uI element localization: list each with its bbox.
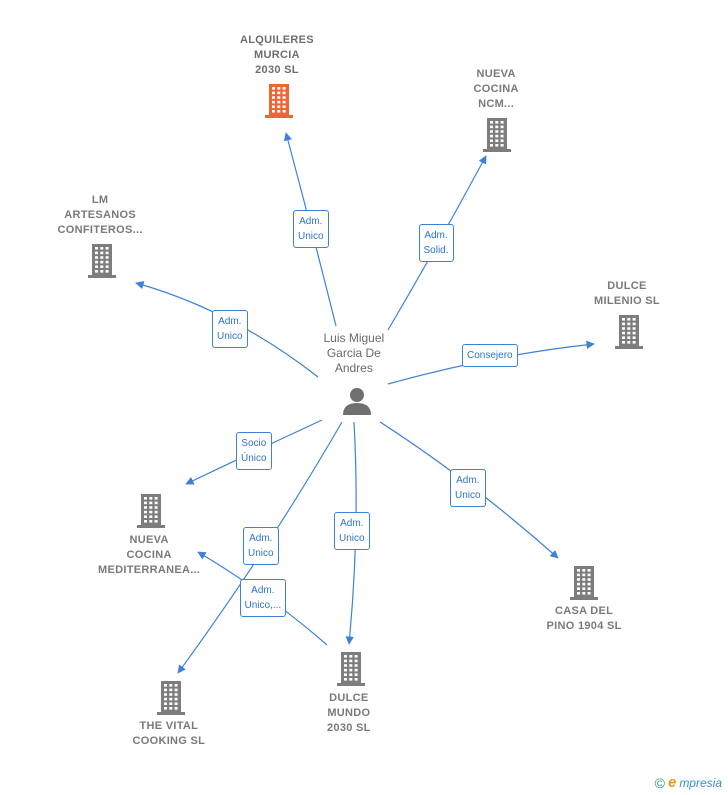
relation-label-casa-pino[interactable]: Adm. Unico	[450, 469, 486, 507]
person-node[interactable]	[342, 386, 372, 421]
company-node-nueva-med[interactable]	[135, 493, 167, 534]
building-icon	[157, 681, 185, 715]
company-name-alquileres[interactable]: ALQUILERES MURCIA 2030 SL	[240, 33, 314, 76]
person-icon	[343, 388, 371, 415]
building-icon	[337, 652, 365, 686]
relation-label-dulce-milenio[interactable]: Consejero	[462, 343, 518, 367]
company-node-lm[interactable]	[86, 243, 118, 284]
company-name-nueva-med[interactable]: NUEVA COCINA MEDITERRANEA...	[98, 533, 201, 576]
building-icon	[137, 494, 165, 528]
relation-label-alquileres[interactable]: Adm. Unico	[293, 210, 329, 248]
building-icon	[615, 315, 643, 349]
company-name-casa-pino[interactable]: CASA DEL PINO 1904 SL	[546, 605, 622, 632]
relation-label-nueva-med[interactable]: Socio Único	[236, 432, 272, 470]
company-node-dulce-mundo[interactable]	[335, 651, 367, 692]
relation-label-dulce-mundo[interactable]: Adm. Unico	[334, 512, 370, 550]
company-name-nueva-ncm[interactable]: NUEVA COCINA NCM...	[473, 67, 519, 110]
company-node-dulce-milenio[interactable]	[613, 314, 645, 355]
building-icon	[570, 566, 598, 600]
relation-label-dulce-mundo-to-nueva-med[interactable]: Adm. Unico,...	[239, 579, 287, 617]
building-icon	[483, 118, 511, 152]
copyright-symbol: ©	[654, 774, 665, 791]
company-name-dulce-mundo[interactable]: DULCE MUNDO 2030 SL	[327, 691, 371, 734]
brand-initial: e	[667, 774, 677, 791]
brand-name: mpresia	[679, 775, 722, 790]
building-icon	[265, 84, 293, 118]
company-name-lm[interactable]: LM ARTESANOS CONFITEROS...	[57, 193, 143, 236]
relation-label-vital[interactable]: Adm. Unico	[243, 527, 279, 565]
company-name-dulce-milenio[interactable]: DULCE MILENIO SL	[594, 280, 660, 307]
company-name-vital[interactable]: THE VITAL COOKING SL	[132, 720, 206, 747]
company-node-nueva-ncm[interactable]	[481, 117, 513, 158]
company-node-alquileres[interactable]	[263, 83, 295, 124]
relation-label-lm[interactable]: Adm. Unico	[212, 310, 248, 348]
company-node-casa-pino[interactable]	[568, 565, 600, 606]
building-icon	[88, 244, 116, 278]
person-name[interactable]: Luis Miguel Garcia De Andres	[323, 330, 385, 375]
company-node-vital[interactable]	[155, 680, 187, 721]
relation-label-nueva-ncm[interactable]: Adm. Solid.	[418, 224, 454, 262]
